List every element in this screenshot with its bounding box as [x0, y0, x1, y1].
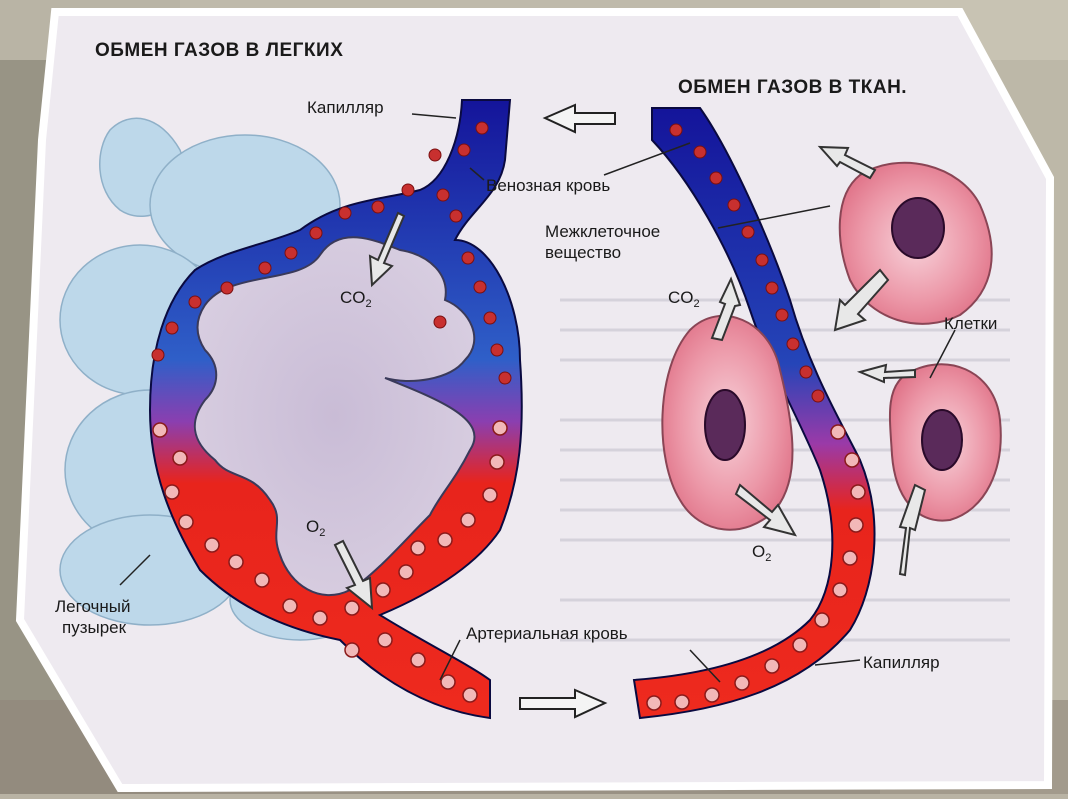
label-cells: Клетки: [944, 314, 997, 333]
title-tissues: ОБМЕН ГАЗОВ В ТКАН.: [678, 77, 907, 98]
label-capillary-bottom: Капилляр: [863, 653, 940, 672]
title-lungs: ОБМЕН ГАЗОВ В ЛЕГКИХ: [95, 40, 343, 61]
label-arterial-blood: Артериальная кровь: [466, 624, 628, 643]
label-alveolus-2: пузырек: [62, 618, 127, 637]
label-alveolus-1: Легочный: [55, 597, 130, 616]
tissue-cell-1: [662, 316, 792, 530]
label-venous-blood: Венозная кровь: [486, 176, 610, 195]
label-intercellular-1: Межклеточное: [545, 222, 660, 241]
label-capillary-top: Капилляр: [307, 98, 384, 117]
label-intercellular-2: вещество: [545, 243, 621, 262]
